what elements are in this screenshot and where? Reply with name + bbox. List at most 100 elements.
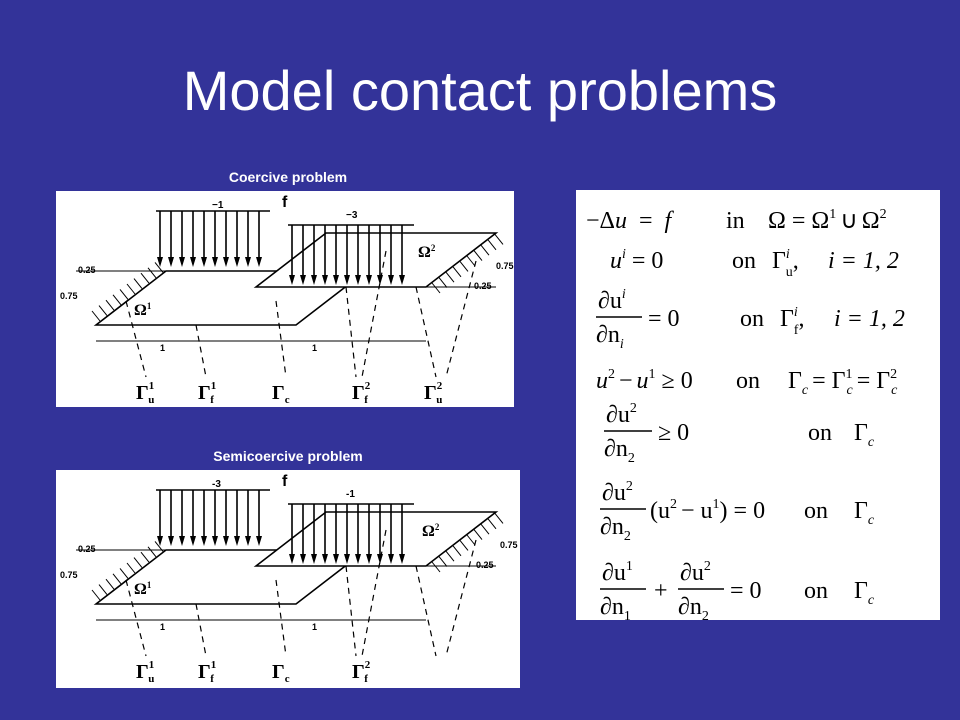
svg-text:∂u2: ∂u2	[602, 479, 633, 506]
semicoercive-boundary-label: Γc	[272, 661, 290, 685]
semicoercive-load-arrowhead	[344, 554, 350, 564]
coercive-load-left: −1	[212, 200, 224, 211]
coercive-caption: Coercive problem	[228, 169, 348, 185]
semicoercive-load-arrowhead	[245, 536, 251, 546]
svg-text:∂n2: ∂n2	[604, 436, 635, 466]
coercive-load-arrowhead	[344, 275, 350, 285]
equation-6: ∂u2 ∂n2 (u2− u1) = 0 on Γc	[600, 479, 875, 544]
coercive-omega2: Ω2	[418, 243, 436, 261]
svg-text:Γif,: Γif,	[780, 305, 804, 338]
coercive-geometry	[76, 210, 504, 378]
coercive-leader-line	[125, 300, 147, 378]
semicoercive-load-arrowhead	[355, 554, 361, 564]
semicoercive-hatch-left	[98, 584, 108, 595]
semicoercive-load-arrowhead	[201, 536, 207, 546]
coercive-hatch-right	[487, 239, 497, 251]
coercive-leader-line	[415, 286, 437, 378]
svg-text:∂u2: ∂u2	[680, 559, 711, 586]
coercive-hatch-right	[445, 271, 455, 283]
coercive-dim-right-top: 0.75	[496, 261, 514, 271]
coercive-leader-line	[195, 324, 207, 378]
svg-text:Γiu,: Γiu,	[772, 247, 799, 280]
semicoercive-load-arrowhead	[212, 536, 218, 546]
svg-text:i = 1, 2: i = 1, 2	[834, 306, 905, 332]
semicoercive-dim-right-top: 0.75	[500, 540, 518, 550]
semicoercive-load-left: -3	[212, 479, 221, 490]
svg-text:≥ 0: ≥ 0	[658, 420, 689, 446]
coercive-load-arrowhead	[223, 257, 229, 267]
svg-text:on: on	[740, 306, 764, 332]
svg-text:on: on	[804, 578, 828, 604]
coercive-load-arrowhead	[245, 257, 251, 267]
coercive-hatch-right	[459, 261, 469, 272]
semicoercive-hatch-right	[494, 513, 504, 524]
semicoercive-hatch-left	[91, 589, 101, 601]
semicoercive-caption: Semicoercive problem	[213, 448, 363, 464]
semicoercive-leader-line	[275, 579, 287, 657]
semicoercive-dim-left-top: 0.25	[78, 544, 96, 554]
svg-text:∂ui: ∂ui	[598, 287, 626, 314]
semicoercive-hatch-left	[105, 578, 115, 590]
svg-text:∂u2: ∂u2	[606, 401, 637, 428]
equation-7: ∂u1 ∂n1 + ∂u2 ∂n2 = 0 on Γc	[600, 559, 875, 620]
semicoercive-load-label: f	[282, 473, 288, 490]
coercive-load-arrowhead	[289, 275, 295, 285]
semicoercive-length-2: 1	[312, 622, 317, 632]
semicoercive-load-arrowhead	[168, 536, 174, 546]
coercive-hatch-left	[98, 305, 108, 316]
semicoercive-load-right: -1	[346, 489, 355, 500]
semicoercive-leader-line	[345, 565, 357, 657]
svg-text:Γc= Γ1c= Γ2c: Γc= Γ1c= Γ2c	[788, 367, 898, 398]
coercive-load-arrowhead	[311, 275, 317, 285]
svg-text:∂n2: ∂n2	[678, 594, 709, 620]
svg-text:∂u1: ∂u1	[602, 559, 633, 586]
coercive-leader-line	[275, 300, 287, 378]
semicoercive-load-arrowhead	[157, 536, 163, 546]
semicoercive-hatch-right	[431, 561, 441, 573]
semicoercive-hatch-right	[452, 545, 462, 557]
semicoercive-load-arrowhead	[311, 554, 317, 564]
equation-1: −Δu = f in Ω = Ω1∪Ω2	[586, 207, 887, 234]
semicoercive-hatch-left	[133, 557, 143, 568]
semicoercive-hatch-right	[466, 534, 476, 546]
coercive-load-arrowhead	[201, 257, 207, 267]
coercive-load-arrowhead	[333, 275, 339, 285]
semicoercive-dim-right-side: 0.25	[476, 560, 494, 570]
coercive-load-right: −3	[346, 210, 358, 221]
coercive-load-arrowhead	[234, 257, 240, 267]
svg-text:∂n2: ∂n2	[600, 514, 631, 544]
coercive-length-2: 1	[312, 343, 317, 353]
semicoercive-load-arrowhead	[333, 554, 339, 564]
semicoercive-load-arrowhead	[388, 554, 394, 564]
coercive-length-1: 1	[160, 343, 165, 353]
svg-text:Γc: Γc	[854, 420, 875, 450]
coercive-load-arrowhead	[366, 275, 372, 285]
semicoercive-load-arrowhead	[289, 554, 295, 564]
coercive-load-arrowhead	[168, 257, 174, 267]
coercive-diagram: f −1 −3 0.25 0.75 0.75 0.25 1 1 Ω1 Ω2 Γ1…	[60, 194, 514, 406]
svg-text:on: on	[808, 420, 832, 446]
svg-text:i = 1, 2: i = 1, 2	[828, 248, 899, 274]
coercive-load-arrowhead	[300, 275, 306, 285]
semicoercive-load-arrowhead	[300, 554, 306, 564]
semicoercive-hatch-right	[438, 556, 448, 567]
svg-text:= 0: = 0	[730, 578, 762, 604]
svg-text:−Δu = f: −Δu = f	[586, 208, 675, 234]
svg-text:Γc: Γc	[854, 498, 875, 528]
coercive-hatch-right	[494, 234, 504, 245]
semicoercive-geometry	[76, 489, 504, 657]
semicoercive-omega1: Ω1	[134, 580, 152, 598]
semicoercive-hatch-left	[119, 568, 129, 579]
slide-title: Model contact problems	[182, 59, 778, 122]
coercive-load-label: f	[282, 194, 288, 211]
coercive-hatch-right	[438, 277, 448, 288]
semicoercive-leader-line	[445, 539, 477, 657]
coercive-hatch-right	[431, 282, 441, 294]
